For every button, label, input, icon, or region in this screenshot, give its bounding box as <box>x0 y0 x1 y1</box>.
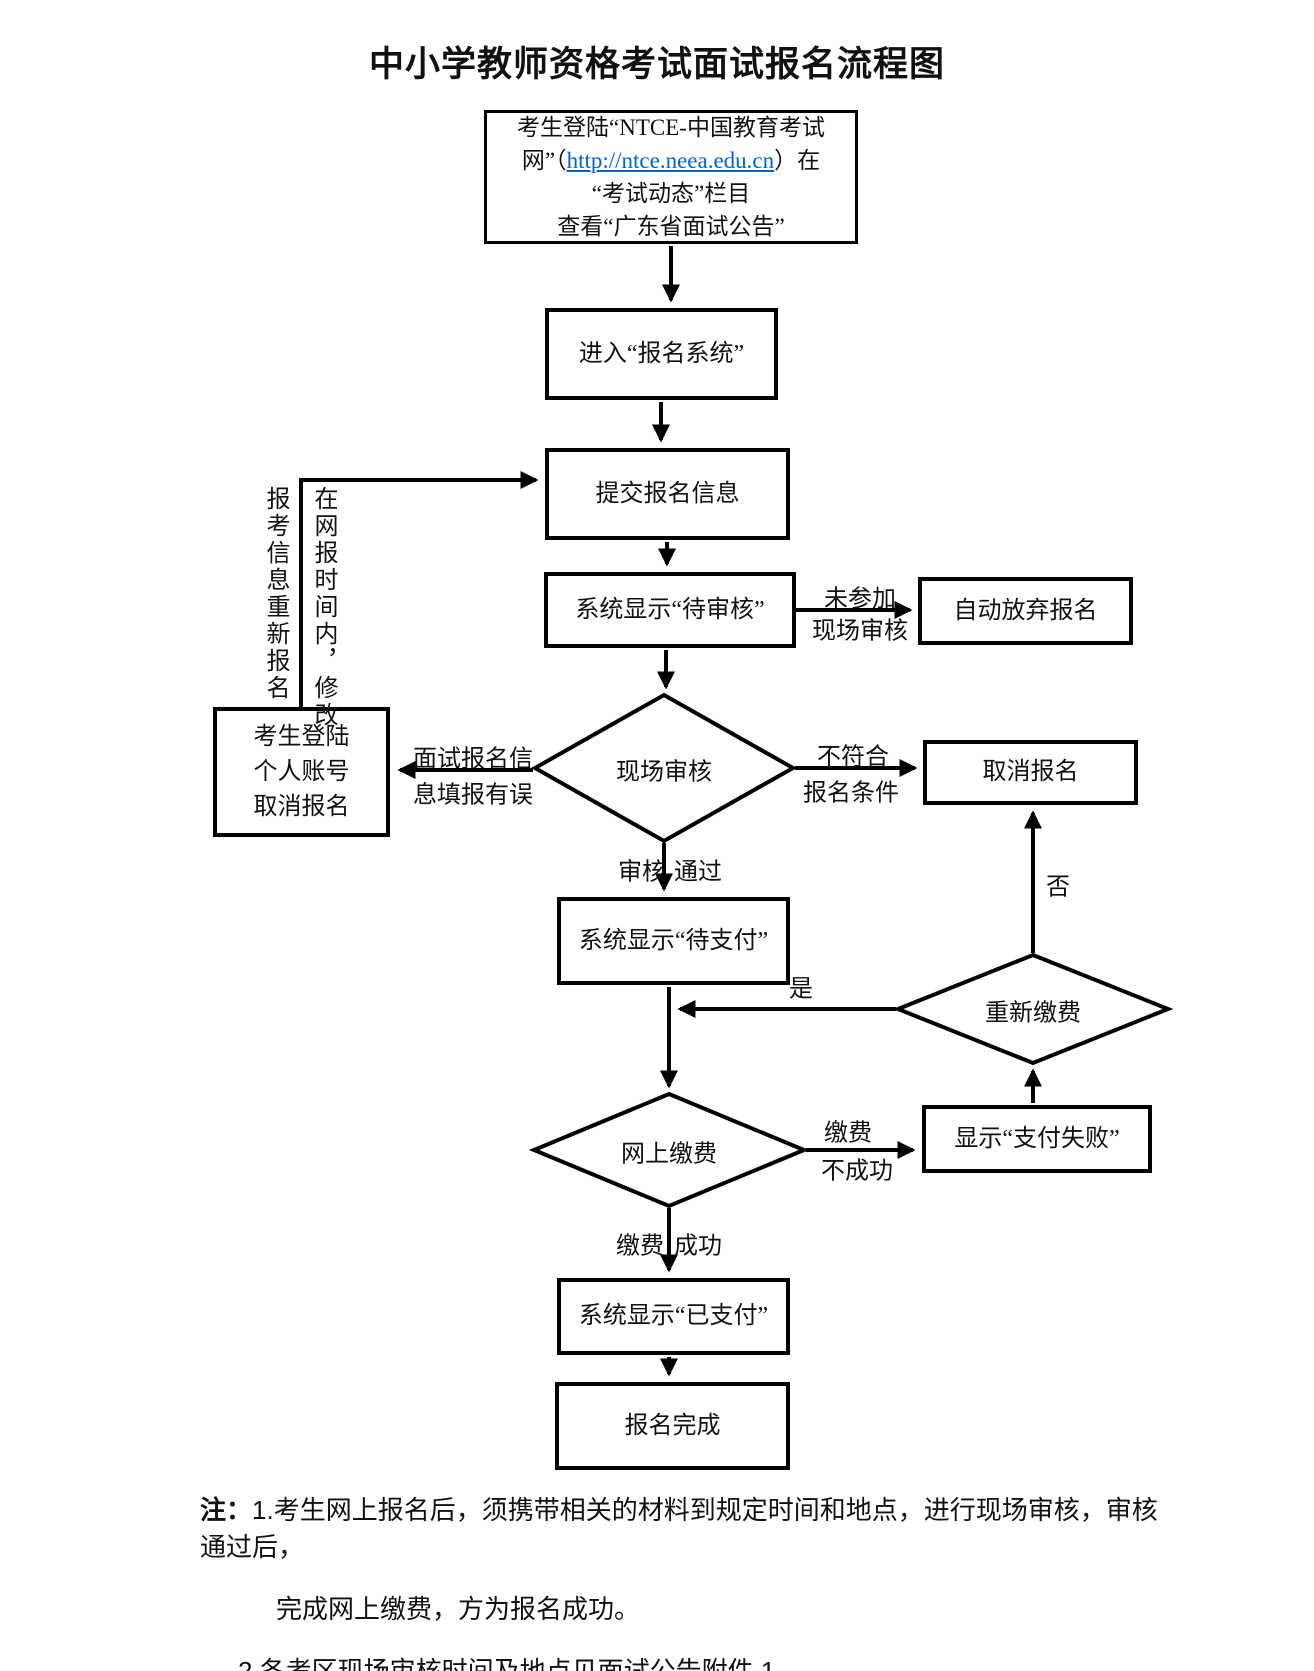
edge-label-not-attended-1: 未参加 <box>824 586 896 613</box>
edge-label-pay-not-success-2: 不成功 <box>821 1158 893 1185</box>
node-login-cancel: 考生登陆 个人账号 取消报名 <box>213 707 390 837</box>
node-cancel-registration: 取消报名 <box>923 740 1138 805</box>
note-line-3: 2.各考区现场审核时间及地点见面试公告附件 1。 <box>238 1656 802 1671</box>
note-line-1: 注：1.考生网上报名后，须携带相关的材料到规定时间和地点，进行现场审核，审核通过… <box>200 1495 1158 1562</box>
edge-label-pay-not-success-1: 缴费 <box>824 1120 872 1147</box>
edge-label-info-error-2: 息填报有误 <box>413 782 533 809</box>
edge-label-modify-vertical: 在网报时间内，修改 <box>310 486 336 729</box>
notice-line-1: 考生登陆“NTCE-中国教育考试 <box>517 115 825 140</box>
node-enter-system: 进入“报名系统” <box>545 308 778 400</box>
notice-line-4: 查看“广东省面试公告” <box>557 214 785 239</box>
diamond-onsite-review <box>530 692 798 844</box>
node-status-pending-payment: 系统显示“待支付” <box>557 897 790 985</box>
node-complete: 报名完成 <box>555 1382 790 1470</box>
page-title: 中小学教师资格考试面试报名流程图 <box>368 45 945 84</box>
edge-label-not-qualified-2: 报名条件 <box>803 780 899 807</box>
edge-label-yes: 是 <box>789 976 813 1003</box>
node-payment-failed: 显示“支付失败” <box>922 1105 1152 1173</box>
edge-label-reregister-vertical: 报考信息重新报名 <box>262 486 288 702</box>
edge-label-pay-success-1: 缴费 <box>616 1233 664 1260</box>
label-repay: 重新缴费 <box>985 1000 1081 1027</box>
edge-label-pay-success-2: 成功 <box>674 1233 722 1260</box>
notes-block: 注：1.考生网上报名后，须携带相关的材料到规定时间和地点，进行现场审核，审核通过… <box>200 1492 1160 1671</box>
notice-line-2: 网”（http://ntce.neea.edu.cn）在 <box>521 148 821 173</box>
edge-label-no: 否 <box>1046 874 1070 901</box>
label-online-payment: 网上缴费 <box>621 1141 717 1168</box>
notice-line-3: “考试动态”栏目 <box>591 181 751 206</box>
edge-label-review-pass-1: 审核 <box>618 859 666 886</box>
node-status-paid: 系统显示“已支付” <box>557 1278 790 1355</box>
edge-label-not-qualified-1: 不符合 <box>817 744 889 771</box>
label-onsite-review: 现场审核 <box>616 759 712 786</box>
arrow-reregister-loop <box>299 471 539 709</box>
edge-label-review-pass-2: 通过 <box>674 859 722 886</box>
node-submit-info: 提交报名信息 <box>545 448 790 540</box>
diamond-repay <box>892 952 1174 1066</box>
node-status-pending-review: 系统显示“待审核” <box>544 572 796 648</box>
edge-label-not-attended-2: 现场审核 <box>812 618 908 645</box>
note-line-2: 完成网上缴费，方为报名成功。 <box>276 1594 641 1624</box>
ntce-link[interactable]: http://ntce.neea.edu.cn <box>566 148 775 173</box>
node-login-notice: 考生登陆“NTCE-中国教育考试 网”（http://ntce.neea.edu… <box>484 110 858 244</box>
edge-label-info-error-1: 面试报名信 <box>413 746 533 773</box>
node-auto-abandon: 自动放弃报名 <box>918 577 1133 645</box>
diamond-online-payment <box>528 1091 810 1209</box>
